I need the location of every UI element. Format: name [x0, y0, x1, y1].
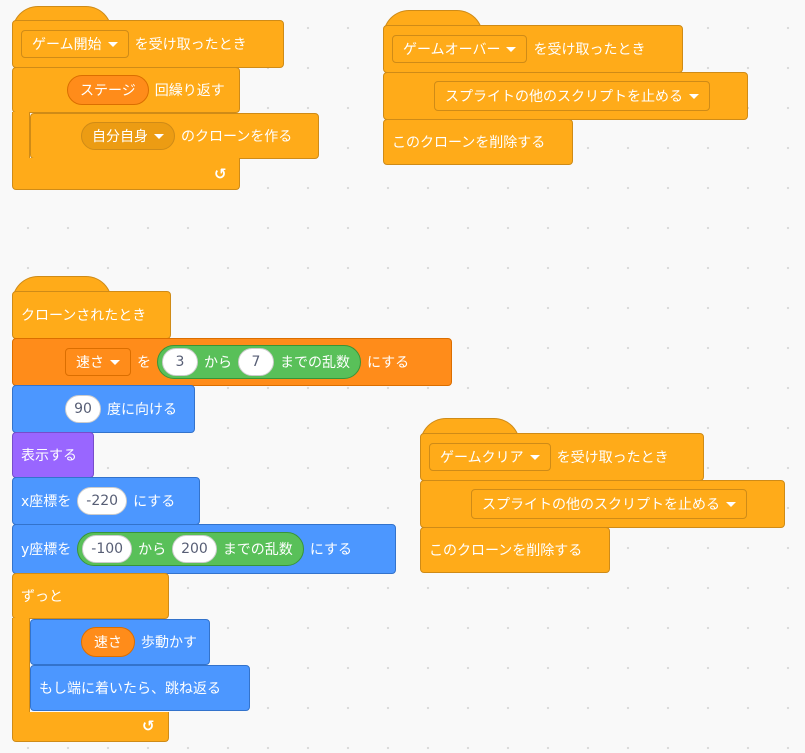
forever-arm: [12, 618, 30, 714]
reporter-label: 速さ: [94, 635, 122, 651]
show-block[interactable]: 表示する: [12, 432, 94, 478]
create-clone-block[interactable]: 自分自身 のクローンを作る: [30, 113, 319, 159]
forever-foot: [12, 712, 169, 742]
forever-block[interactable]: ずっと: [12, 573, 169, 619]
block-label: x座標を: [21, 494, 72, 510]
block-label: 回繰り返す: [154, 83, 225, 99]
reporter-label: ステージ: [80, 83, 136, 99]
stop-option-dropdown[interactable]: スプライトの他のスクリプトを止める: [434, 81, 710, 111]
speed-reporter[interactable]: 速さ: [81, 627, 135, 657]
point-direction-block[interactable]: 90 度に向ける: [12, 385, 195, 433]
dropdown-value: スプライトの他のスクリプトを止める: [445, 89, 683, 105]
dropdown-arrow-icon: [529, 454, 540, 460]
move-steps-block[interactable]: 速さ 歩動かす: [30, 619, 210, 665]
dropdown-value: スプライトの他のスクリプトを止める: [482, 497, 720, 513]
dropdown-arrow-icon: [726, 501, 736, 507]
operator-label: までの乱数: [280, 355, 350, 371]
random-from-input[interactable]: 3: [162, 348, 198, 376]
block-label: を受け取ったとき: [533, 42, 646, 58]
stage-reporter[interactable]: ステージ: [67, 75, 149, 105]
when-clone-start-block[interactable]: クローンされたとき: [12, 291, 171, 339]
dropdown-value: 自分自身: [92, 129, 148, 145]
block-label: にする: [133, 494, 176, 510]
delete-clone-block[interactable]: このクローンを削除する: [420, 527, 610, 573]
dropdown-arrow-icon: [689, 93, 699, 99]
block-label: 歩動かす: [141, 635, 197, 651]
set-variable-block[interactable]: 速さ を 3 から 7 までの乱数 にする: [12, 338, 452, 386]
repeat-foot: [12, 158, 240, 190]
random-to-input[interactable]: 7: [238, 348, 274, 376]
operator-label: から: [138, 542, 167, 558]
dropdown-value: ゲームクリア: [440, 450, 524, 466]
block-label: にする: [367, 355, 410, 371]
operator-label: から: [204, 355, 232, 371]
pick-random-operator[interactable]: -100 から 200 までの乱数: [77, 532, 304, 566]
pick-random-operator[interactable]: 3 から 7 までの乱数: [157, 345, 361, 379]
dropdown-arrow-icon: [110, 359, 120, 365]
variable-dropdown[interactable]: 速さ: [65, 348, 131, 376]
dropdown-arrow-icon: [107, 41, 118, 47]
block-label: クローンされたとき: [21, 308, 147, 324]
block-label: もし端に着いたら、跳ね返る: [39, 681, 221, 697]
direction-input[interactable]: 90: [65, 395, 101, 423]
random-to-input[interactable]: 200: [172, 535, 217, 563]
block-label: のクローンを作る: [181, 129, 293, 145]
stop-block[interactable]: スプライトの他のスクリプトを止める: [383, 72, 748, 120]
delete-clone-block[interactable]: このクローンを削除する: [383, 119, 573, 165]
dropdown-value: ゲーム開始: [32, 37, 102, 53]
set-y-block[interactable]: y座標を -100 から 200 までの乱数 にする: [12, 524, 396, 574]
operator-label: までの乱数: [222, 542, 293, 558]
block-label: 表示する: [21, 448, 77, 464]
random-from-input[interactable]: -100: [82, 535, 133, 563]
broadcast-dropdown[interactable]: ゲームオーバー: [392, 35, 528, 63]
x-input[interactable]: -220: [77, 487, 128, 515]
set-x-block[interactable]: x座標を -220 にする: [12, 477, 200, 525]
block-label: を受け取ったとき: [134, 37, 247, 53]
bounce-on-edge-block[interactable]: もし端に着いたら、跳ね返る: [30, 665, 250, 711]
block-label: 度に向ける: [107, 402, 177, 418]
block-label: このクローンを削除する: [392, 135, 546, 151]
dropdown-arrow-icon: [506, 46, 517, 52]
broadcast-dropdown[interactable]: ゲームクリア: [429, 443, 551, 471]
block-label: このクローンを削除する: [429, 543, 583, 559]
block-label: を: [137, 355, 151, 371]
block-label: にする: [309, 542, 352, 558]
repeat-block[interactable]: ステージ 回繰り返す: [12, 67, 240, 113]
dropdown-value: 速さ: [76, 355, 104, 371]
broadcast-dropdown[interactable]: ゲーム開始: [21, 30, 129, 58]
clone-target-dropdown[interactable]: 自分自身: [81, 122, 175, 150]
stop-option-dropdown[interactable]: スプライトの他のスクリプトを止める: [471, 489, 747, 519]
dropdown-value: ゲームオーバー: [403, 42, 501, 58]
loop-arrow-icon: ↺: [142, 717, 155, 735]
when-receive-game-start-block[interactable]: ゲーム開始 を受け取ったとき: [12, 20, 284, 68]
when-receive-game-over-block[interactable]: ゲームオーバー を受け取ったとき: [383, 25, 683, 73]
block-label: y座標を: [21, 542, 72, 558]
when-receive-game-clear-block[interactable]: ゲームクリア を受け取ったとき: [420, 433, 704, 481]
repeat-arm: [12, 112, 30, 160]
loop-arrow-icon: ↺: [214, 165, 227, 183]
block-label: を受け取ったとき: [556, 450, 669, 466]
block-label: ずっと: [21, 589, 63, 605]
dropdown-arrow-icon: [154, 133, 164, 139]
stop-block[interactable]: スプライトの他のスクリプトを止める: [420, 480, 785, 528]
